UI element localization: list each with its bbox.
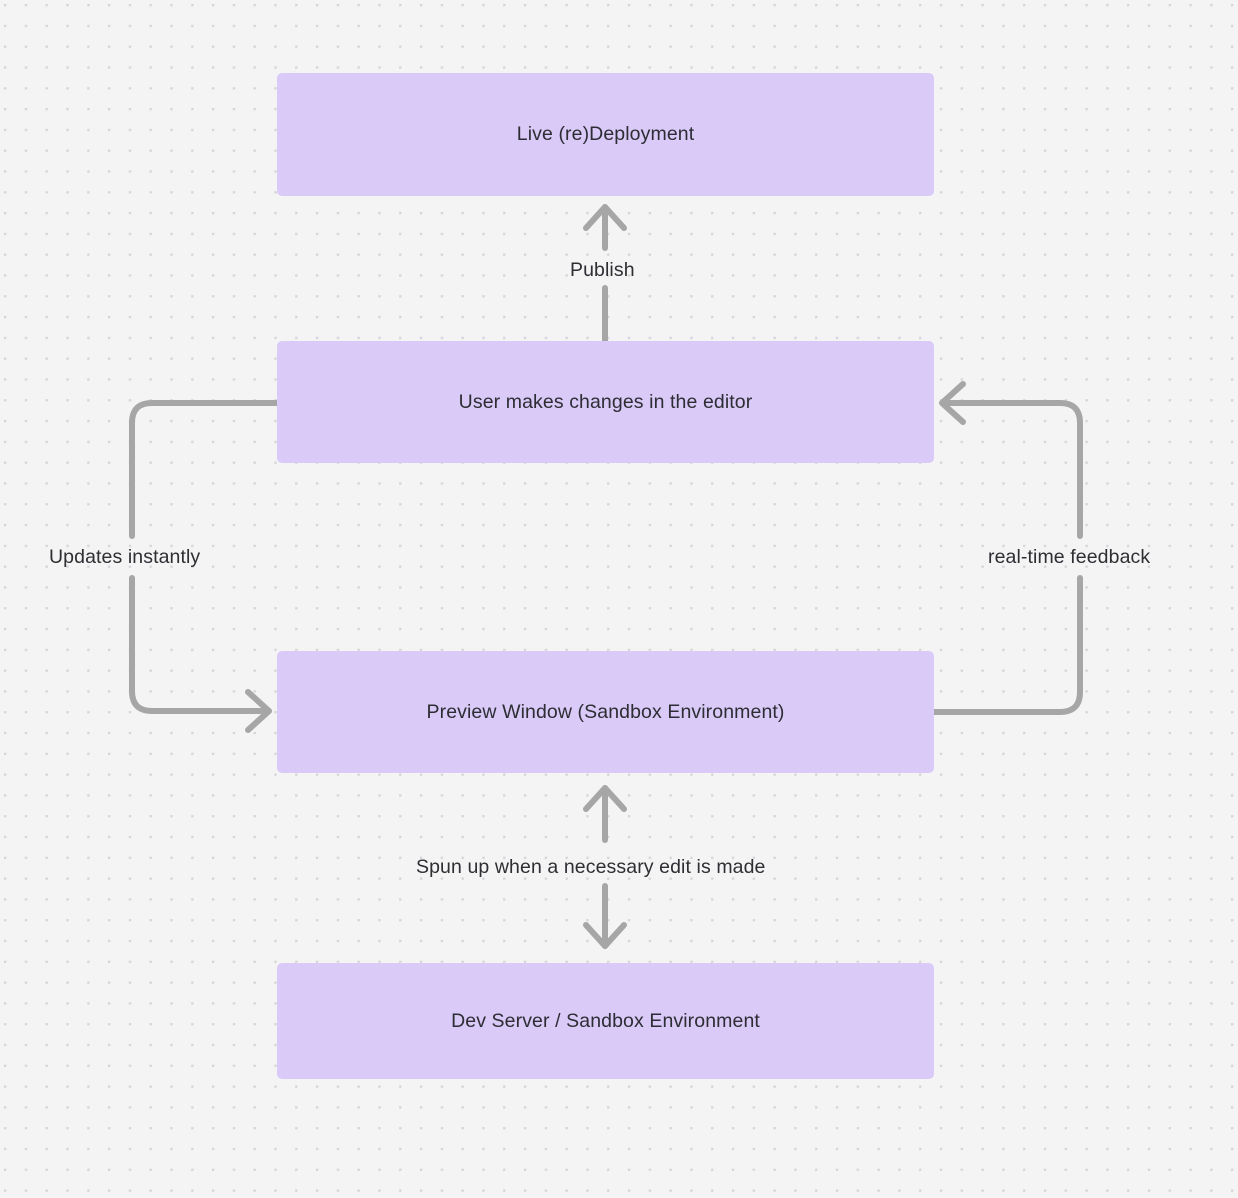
edge-label-real-time-feedback: real-time feedback [988,546,1151,568]
arrowhead-up-icon [583,785,627,812]
arrowhead-up-icon [583,204,627,231]
node-dev-server-sandbox-environment[interactable]: Dev Server / Sandbox Environment [277,963,934,1079]
edge-label-spun-up-when-a-necessary-edit-is-made: Spun up when a necessary edit is made [416,856,766,878]
arrowhead-right-icon [245,689,272,733]
node-label: Dev Server / Sandbox Environment [451,1009,760,1032]
node-label: Live (re)Deployment [516,123,695,146]
node-preview-window-sandbox-environment[interactable]: Preview Window (Sandbox Environment) [277,651,934,773]
arrowhead-down-icon [583,922,627,949]
node-user-makes-changes-in-the-editor[interactable]: User makes changes in the editor [277,341,934,463]
node-label: User makes changes in the editor [458,390,753,413]
node-label: Preview Window (Sandbox Environment) [426,700,785,723]
arrowhead-left-icon [939,381,966,425]
node-live-redeployment[interactable]: Live (re)Deployment [277,73,934,196]
edge-label-updates-instantly: Updates instantly [49,546,201,568]
edge-label-publish: Publish [570,259,635,281]
